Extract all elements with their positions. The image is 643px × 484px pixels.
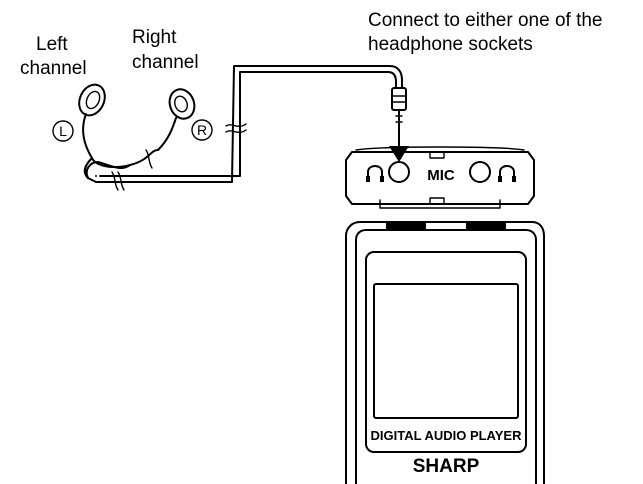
connect-instruction-line2: headphone sockets	[368, 34, 533, 55]
brand-logo: SHARP	[413, 456, 480, 477]
headphone-plug	[391, 87, 407, 129]
connect-instruction-line1: Connect to either one of the	[368, 10, 603, 31]
left-earbud	[78, 83, 106, 159]
right-earbud	[157, 88, 196, 151]
left-marker-text: L	[59, 123, 67, 139]
left-channel-label-line2: channel	[20, 58, 87, 79]
display-screen	[373, 283, 519, 419]
mic-label: MIC	[427, 167, 455, 184]
right-channel-marker: R	[191, 119, 213, 141]
device-label: DIGITAL AUDIO PLAYER	[371, 428, 523, 443]
headphone-cable	[83, 65, 403, 191]
left-channel-marker: L	[52, 120, 74, 142]
insert-arrow	[389, 127, 409, 162]
right-channel-label-line1: Right	[132, 27, 177, 48]
right-marker-text: R	[197, 122, 207, 138]
screen-bezel	[365, 251, 527, 453]
right-channel-label-line2: channel	[132, 52, 199, 73]
device-body: DIGITAL AUDIO PLAYER SHARP	[345, 221, 545, 484]
headphone-icon-left	[366, 165, 384, 182]
headphone-icon-right	[498, 165, 516, 182]
device-top-view: MIC	[345, 146, 535, 209]
left-channel-label-line1: Left	[36, 34, 68, 55]
right-headphone-socket	[469, 161, 491, 183]
left-headphone-socket	[388, 161, 410, 183]
